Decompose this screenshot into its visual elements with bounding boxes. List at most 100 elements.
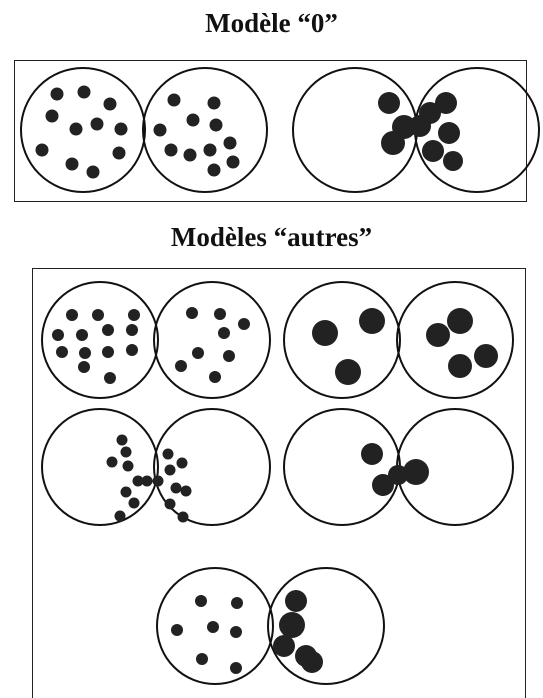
electron-dot: [153, 123, 167, 137]
electron-dot: [207, 96, 221, 110]
sphere-left: [156, 567, 274, 685]
electron-pair-blob: [447, 308, 473, 334]
electron-dot: [209, 118, 223, 132]
electron-dot: [196, 653, 208, 665]
electron-dot: [90, 117, 104, 131]
electron-dot: [76, 329, 88, 341]
electron-dot: [79, 347, 91, 359]
electron-pair-blob: [381, 131, 405, 155]
electron-dot: [50, 87, 64, 101]
electron-dot: [114, 122, 128, 136]
electron-dot: [65, 157, 79, 171]
electron-dot: [86, 165, 100, 179]
electron-dot: [192, 347, 204, 359]
sphere-right: [267, 567, 385, 685]
electron-dot: [223, 136, 237, 150]
electron-dot: [126, 324, 138, 336]
electron-dot: [175, 360, 187, 372]
electron-dot: [102, 346, 114, 358]
electron-dot: [77, 85, 91, 99]
electron-dot: [52, 329, 64, 341]
title-modele-0: Modèle “0”: [205, 8, 338, 38]
electron-dot: [120, 446, 132, 458]
electron-pair-blob: [426, 323, 450, 347]
electron-dot: [171, 624, 183, 636]
electron-pair-blob: [435, 92, 457, 114]
sphere-left: [41, 281, 159, 399]
electron-dot: [132, 475, 144, 487]
molecule-diagrams: [20, 67, 540, 685]
electron-dot: [92, 309, 104, 321]
electron-dot: [69, 122, 83, 136]
electron-dot: [180, 485, 192, 497]
electron-pair-blob: [419, 102, 441, 124]
electron-dot: [230, 662, 242, 674]
electron-dot: [186, 113, 200, 127]
electron-dot: [164, 143, 178, 157]
electron-dot: [183, 148, 197, 162]
electron-dot: [103, 97, 117, 111]
sphere-right: [396, 281, 514, 399]
electron-pair-blob: [448, 354, 472, 378]
electron-dot: [56, 346, 68, 358]
sphere-right: [153, 408, 271, 526]
electron-dot: [177, 511, 189, 523]
electron-dot: [170, 482, 182, 494]
sphere-left: [283, 281, 401, 399]
electron-dot: [207, 163, 221, 177]
electron-dot: [102, 324, 114, 336]
electron-pair-blob: [403, 459, 429, 485]
sphere-left: [20, 67, 146, 193]
electron-dot: [162, 448, 174, 460]
electron-pair-blob: [273, 635, 295, 657]
electron-dot: [122, 460, 134, 472]
electron-dot: [112, 146, 126, 160]
sphere-left: [283, 408, 401, 526]
electron-pair-blob: [359, 308, 385, 334]
electron-dot: [226, 155, 240, 169]
electron-pair-blob: [474, 344, 498, 368]
electron-dot: [203, 143, 217, 157]
electron-pair-blob: [285, 590, 307, 612]
electron-pair-blob: [312, 320, 338, 346]
electron-dot: [238, 318, 250, 330]
electron-dot: [114, 510, 126, 522]
title-modeles-autres: Modèles “autres”: [170, 222, 373, 252]
electron-dot: [214, 308, 226, 320]
electron-dot: [152, 475, 164, 487]
electron-pair-blob: [378, 92, 400, 114]
electron-dot: [120, 486, 132, 498]
sphere-left: [41, 408, 159, 526]
electron-dot: [106, 456, 118, 468]
electron-dot: [164, 498, 176, 510]
electron-dot: [223, 350, 235, 362]
electron-dot: [167, 93, 181, 107]
electron-pair-blob: [279, 612, 305, 638]
sphere-right: [153, 281, 271, 399]
electron-dot: [78, 361, 90, 373]
electron-dot: [116, 434, 128, 446]
electron-dot: [176, 457, 188, 469]
electron-dot: [45, 109, 59, 123]
electron-dot: [218, 327, 230, 339]
electron-dot: [195, 595, 207, 607]
electron-dot: [104, 372, 116, 384]
electron-pair-blob: [422, 140, 444, 162]
electron-dot: [126, 344, 138, 356]
electron-dot: [164, 464, 176, 476]
electron-dot: [209, 371, 221, 383]
electron-pair-blob: [443, 151, 463, 171]
electron-pair-blob: [438, 122, 460, 144]
electron-dot: [231, 597, 243, 609]
electron-pair-blob: [372, 474, 394, 496]
electron-dot: [186, 307, 198, 319]
electron-pair-blob: [335, 359, 361, 385]
electron-dot: [128, 497, 140, 509]
electron-pair-blob: [388, 465, 408, 485]
electron-dot: [128, 309, 140, 321]
electron-dot: [230, 626, 242, 638]
sphere-right: [142, 67, 268, 193]
sphere-right: [414, 67, 540, 193]
electron-pair-blob: [361, 443, 383, 465]
